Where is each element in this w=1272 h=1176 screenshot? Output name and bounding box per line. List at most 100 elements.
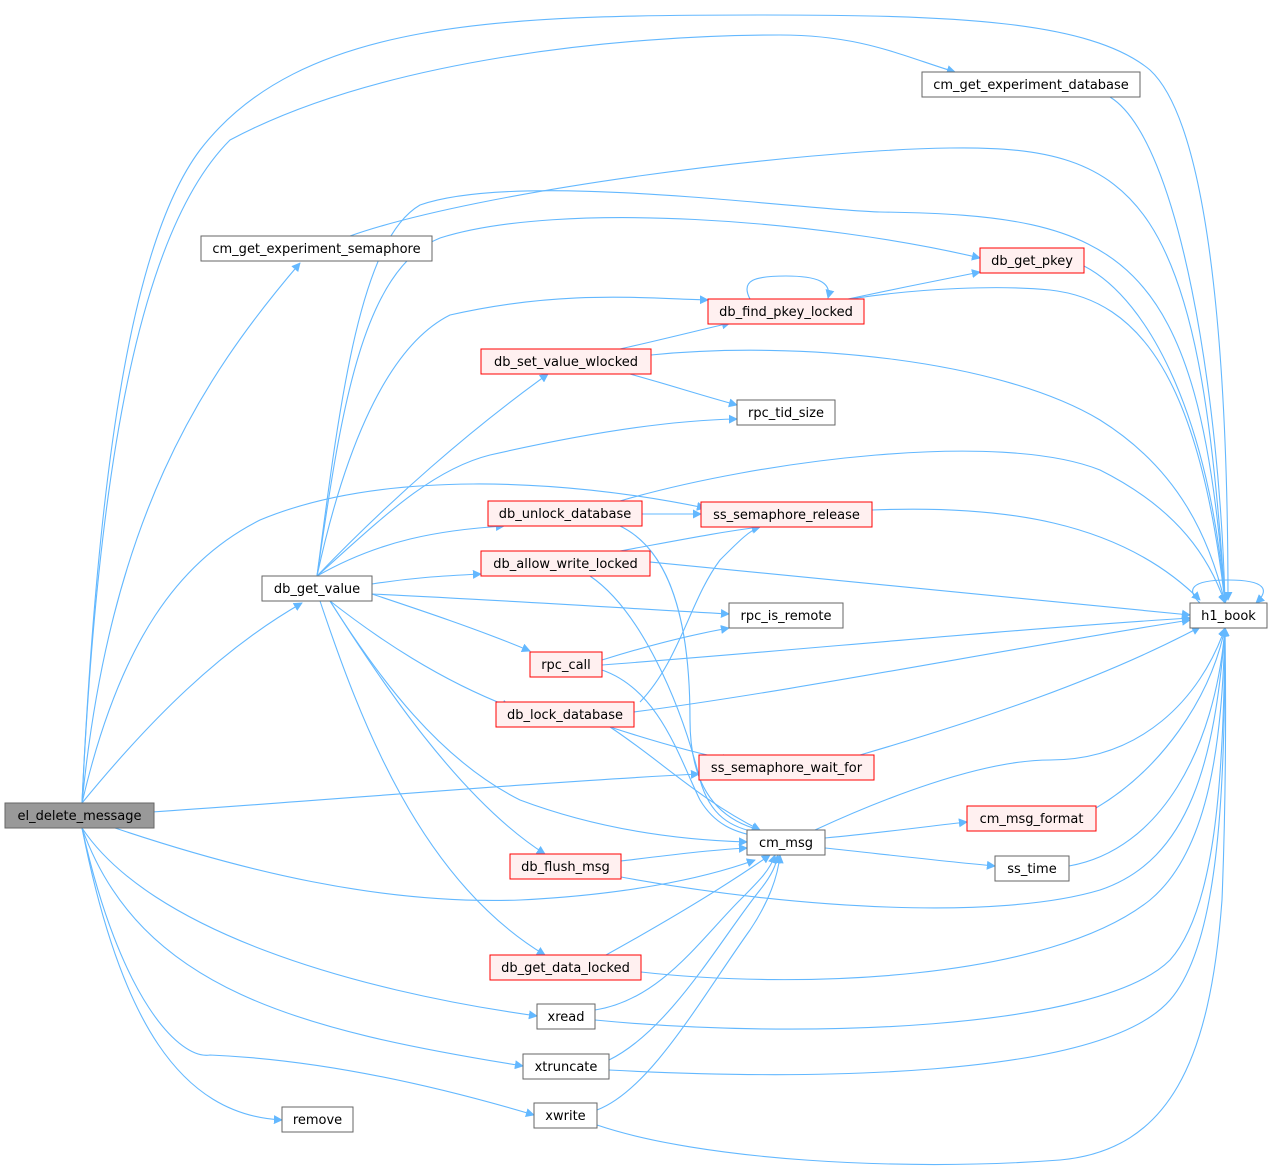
node-label: db_allow_write_locked [493,557,638,572]
node-db_allow_write_locked[interactable]: db_allow_write_locked [480,550,651,577]
node-box [536,1003,596,1030]
node-label: xwrite [545,1109,585,1124]
node-xtruncate[interactable]: xtruncate [522,1053,610,1080]
edge-db_unlock_database-to-h1_book [619,450,1227,604]
edge-cm_msg_format-to-h1_book [1095,627,1228,809]
edge-xread-to-cm_msg [594,854,777,1011]
node-rpc_is_remote[interactable]: rpc_is_remote [728,602,844,629]
edge-db_set_value_wlocked-to-rpc_tid_size [629,373,738,408]
edge-cm_msg-to-h1_book [814,627,1227,831]
edge-db_get_pkey-to-h1_book [1083,265,1229,604]
edge-db_get_data_locked-to-cm_msg [605,854,771,956]
edge-xtruncate-to-h1_book [608,627,1230,1076]
edge-db_find_pkey_locked-to-h1_book [849,287,1229,604]
edge-ss_time-to-h1_book [1068,627,1229,867]
node-cm_msg_format[interactable]: cm_msg_format [966,805,1097,832]
node-label: ss_semaphore_wait_for [711,761,863,776]
edge-db_get_value-to-db_get_pkey [316,217,981,577]
edge-db_get_value-to-cm_msg [329,600,748,847]
node-label: el_delete_message [18,809,142,824]
node-xread[interactable]: xread [536,1003,596,1030]
node-db_lock_database[interactable]: db_lock_database [495,701,635,728]
edge-cm_get_experiment_database-to-h1_book [1109,96,1230,604]
node-box [281,1106,354,1133]
edge-db_get_value-to-rpc_tid_size [316,414,738,577]
edge-db_get_value-to-h1_book [316,190,1229,604]
node-db_get_value[interactable]: db_get_value [261,575,373,602]
node-label: rpc_tid_size [748,406,824,421]
node-label: ss_semaphore_release [713,508,860,523]
node-box [529,651,603,678]
edge-db_get_value-to-rpc_is_remote [371,593,730,619]
node-label: cm_get_experiment_database [933,78,1129,93]
edge-db_allow_write_locked-to-ss_semaphore_release [619,523,761,552]
node-cm_get_experiment_semaphore[interactable]: cm_get_experiment_semaphore [200,235,433,262]
edge-db_find_pkey_locked-to-db_get_pkey [847,269,981,300]
node-h1_book[interactable]: h1_book [1189,602,1268,629]
node-db_get_pkey[interactable]: db_get_pkey [979,247,1085,274]
node-box [261,575,373,602]
node-box [700,501,873,528]
edge-rpc_call-to-rpc_is_remote [601,625,730,661]
edge-db_find_pkey_locked-to-db_find_pkey_locked [746,275,835,300]
node-box [994,855,1070,882]
node-db_find_pkey_locked[interactable]: db_find_pkey_locked [707,298,865,325]
edge-db_get_value-to-db_find_pkey_locked [316,295,709,577]
edge-el_delete_message-to-cm_get_experiment_database [81,34,956,804]
node-box [480,348,652,375]
edge-xread-to-h1_book [594,627,1230,1030]
node-cm_msg[interactable]: cm_msg [746,829,826,856]
node-label: xread [548,1010,585,1025]
edge-db_get_data_locked-to-h1_book [640,627,1230,981]
edge-rpc_call-to-cm_msg [601,669,756,839]
edge-db_get_value-to-db_allow_write_locked [371,569,482,585]
node-db_flush_msg[interactable]: db_flush_msg [509,853,622,880]
node-box [1189,602,1268,629]
node-box [480,550,651,577]
node-remove[interactable]: remove [281,1106,354,1133]
node-box [698,754,875,781]
node-label: db_get_value [274,582,360,597]
node-ss_time[interactable]: ss_time [994,855,1070,882]
edge-db_lock_database-to-cm_msg [609,726,761,831]
node-box [487,500,643,527]
node-label: xtruncate [535,1060,598,1075]
node-rpc_tid_size[interactable]: rpc_tid_size [736,399,836,426]
node-label: db_set_value_wlocked [494,355,638,370]
node-box [522,1053,610,1080]
node-db_set_value_wlocked[interactable]: db_set_value_wlocked [480,348,652,375]
node-ss_semaphore_wait_for[interactable]: ss_semaphore_wait_for [698,754,875,781]
edge-el_delete_message-to-xtruncate [81,827,524,1070]
edge-rpc_call-to-h1_book [601,614,1191,666]
node-rpc_call[interactable]: rpc_call [529,651,603,678]
node-label: db_lock_database [507,708,623,723]
node-box [728,602,844,629]
edge-xwrite-to-h1_book [596,627,1230,1166]
edge-xwrite-to-cm_msg [596,854,784,1111]
edge-db_flush_msg-to-cm_msg [620,843,748,862]
edge-db_set_value_wlocked-to-db_find_pkey_locked [619,320,731,350]
edge-el_delete_message-to-db_get_value [81,602,303,804]
node-box [200,235,433,262]
node-label: db_get_data_locked [501,961,630,976]
node-label: db_get_pkey [991,254,1073,269]
edge-db_get_value-to-db_lock_database [329,600,511,709]
node-xwrite[interactable]: xwrite [533,1102,598,1129]
node-db_unlock_database[interactable]: db_unlock_database [487,500,643,527]
edge-el_delete_message-to-cm_get_experiment_semaphore [81,262,301,804]
node-label: cm_msg_format [980,812,1084,827]
edge-h1_book-to-h1_book [1192,579,1265,604]
edge-el_delete_message-to-remove [81,827,283,1125]
node-box [509,853,622,880]
node-box [495,701,635,728]
node-cm_get_experiment_database[interactable]: cm_get_experiment_database [921,71,1141,98]
node-label: remove [293,1113,342,1128]
node-label: ss_time [1007,862,1056,877]
node-label: cm_msg [759,836,813,851]
edge-cm_msg-to-ss_time [824,847,996,870]
node-el_delete_message[interactable]: el_delete_message [4,802,155,829]
node-db_get_data_locked[interactable]: db_get_data_locked [489,954,642,981]
node-box [746,829,826,856]
node-label: rpc_is_remote [741,609,832,624]
node-ss_semaphore_release[interactable]: ss_semaphore_release [700,501,873,528]
